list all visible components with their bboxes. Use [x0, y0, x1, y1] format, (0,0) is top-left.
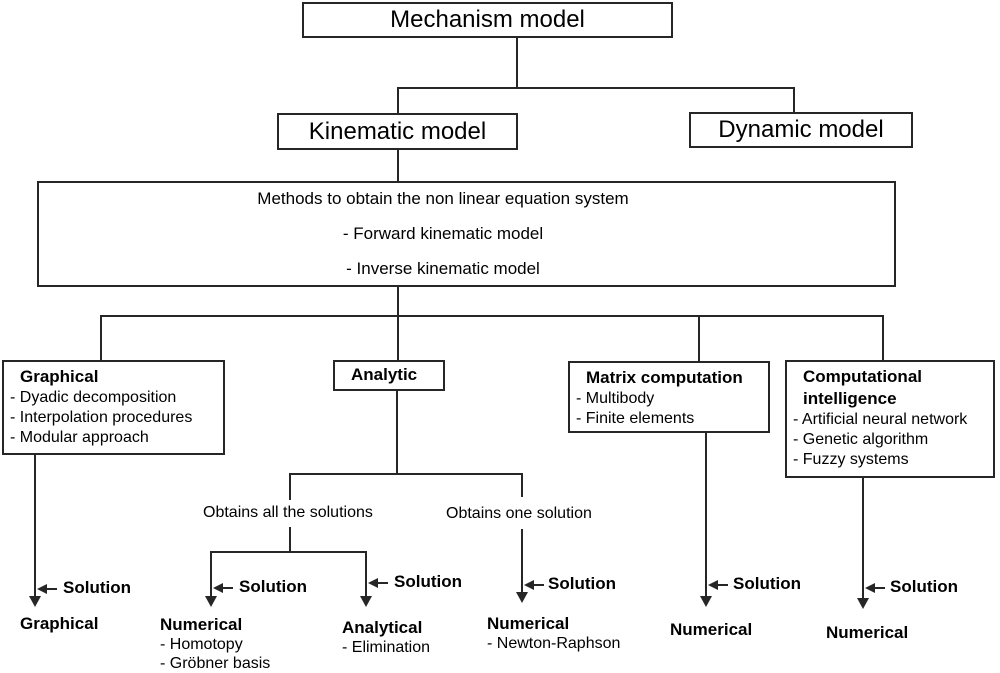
down-arrowhead-analytical-icon	[360, 596, 372, 607]
left-arrow-solution-3-icon	[368, 578, 378, 588]
outcome-numerical-computational-title: Numerical	[826, 623, 909, 642]
connector-all-solutions-down	[289, 527, 291, 553]
outcome-numerical-homotopy-title: Numerical	[160, 615, 243, 634]
left-arrow-tail-4	[533, 584, 544, 586]
connector-kinematic-methods	[397, 150, 399, 181]
computational-item-ann: - Artificial neural network	[793, 411, 968, 428]
connector-root-down	[516, 38, 518, 88]
dynamic-model-box: Dynamic model	[689, 112, 913, 148]
connector-matrix-drop	[698, 315, 700, 361]
arrow-line-numerical-matrix	[705, 433, 707, 598]
connector-computational-drop	[882, 315, 884, 360]
connector-level2-horizontal	[397, 87, 795, 89]
connector-analytic-down	[396, 391, 398, 474]
methods-box	[37, 181, 896, 287]
graphical-approach-box: Graphical - Dyadic decomposition - Inter…	[2, 360, 225, 455]
obtains-one-solution-label: Obtains one solution	[446, 505, 592, 522]
connector-all-solutions-bracket	[210, 551, 367, 553]
kinematic-model-box: Kinematic model	[277, 113, 518, 150]
solution-label-4: Solution	[548, 574, 616, 593]
graphical-item-modular: - Modular approach	[10, 429, 149, 446]
solution-label-3: Solution	[394, 572, 462, 591]
outcome-graphical: Graphical	[20, 614, 98, 634]
connector-one-solution-stub	[521, 473, 523, 497]
connector-methods-down	[397, 287, 399, 316]
outcome-item-newton-raphson: - Newton-Raphson	[487, 635, 621, 652]
computational-item-fuzzy: - Fuzzy systems	[793, 451, 909, 468]
matrix-item-multibody: - Multibody	[576, 390, 655, 407]
solution-label-1: Solution	[63, 578, 131, 597]
down-arrowhead-numerical-matrix-icon	[700, 596, 712, 607]
outcome-numerical-matrix-title: Numerical	[670, 620, 753, 639]
outcome-graphical-title: Graphical	[20, 614, 99, 633]
graphical-item-interpolation: - Interpolation procedures	[10, 409, 193, 426]
methods-item-forward: - Forward kinematic model	[342, 224, 544, 243]
arrow-line-graphical	[34, 455, 36, 598]
connector-graphical-drop	[100, 315, 102, 360]
methods-title: Methods to obtain the non linear equatio…	[257, 189, 629, 208]
solution-label-6: Solution	[890, 577, 958, 596]
connector-all-solutions-stub	[289, 473, 291, 500]
solution-label-2: Solution	[239, 577, 307, 596]
outcome-analytical-title: Analytical	[342, 618, 423, 637]
left-arrow-tail-1	[46, 588, 57, 590]
left-arrow-tail-3	[377, 582, 388, 584]
mechanism-model-label: Mechanism model	[390, 6, 585, 33]
connector-analytic-drop	[397, 315, 399, 360]
graphical-item-dyadic: - Dyadic decomposition	[10, 389, 177, 406]
graphical-approach-title: Graphical	[20, 367, 99, 386]
mechanism-model-box: Mechanism model	[302, 2, 673, 38]
left-arrow-solution-4-icon	[524, 580, 534, 590]
analytic-approach-title: Analytic	[351, 365, 418, 384]
dynamic-model-label: Dynamic model	[718, 116, 884, 143]
left-arrow-tail-5	[717, 584, 728, 586]
computational-intelligence-title: Computational intelligence	[803, 367, 922, 408]
left-arrow-solution-6-icon	[865, 583, 875, 593]
down-arrowhead-graphical-icon	[29, 596, 41, 607]
outcome-analytical: Analytical - Elimination	[342, 618, 430, 657]
arrow-line-numerical-homotopy	[210, 551, 212, 598]
outcome-numerical-homotopy: Numerical - Homotopy - Gröbner basis	[160, 615, 270, 673]
matrix-item-finite: - Finite elements	[576, 410, 695, 427]
kinematic-model-label: Kinematic model	[308, 117, 487, 145]
outcome-numerical-newton-title: Numerical	[487, 614, 570, 633]
obtains-all-solutions-label: Obtains all the solutions	[203, 504, 373, 521]
left-arrow-solution-2-icon	[213, 583, 223, 593]
matrix-computation-title: Matrix computation	[586, 368, 743, 387]
matrix-computation-box: Matrix computation - Multibody - Finite …	[568, 361, 770, 433]
methods-item-inverse: - Inverse kinematic model	[346, 259, 540, 278]
arrow-line-analytical	[365, 551, 367, 598]
left-arrow-solution-1-icon	[37, 584, 47, 594]
solution-label-5: Solution	[733, 574, 801, 593]
outcome-numerical-matrix: Numerical	[670, 620, 752, 640]
outcome-item-elimination: - Elimination	[342, 639, 431, 656]
computational-intelligence-box: Computational intelligence - Artificial …	[785, 360, 995, 478]
connector-approaches-horizontal	[100, 315, 884, 317]
left-arrow-tail-2	[222, 587, 233, 589]
outcome-item-homotopy: - Homotopy	[160, 636, 243, 653]
connector-dynamic-drop	[793, 87, 795, 112]
down-arrowhead-numerical-homotopy-icon	[205, 596, 217, 607]
outcome-item-grobner: - Gröbner basis	[160, 655, 271, 672]
outcome-numerical-computational: Numerical	[826, 623, 908, 643]
down-arrowhead-numerical-computational-icon	[857, 598, 869, 609]
computational-item-genetic: - Genetic algorithm	[793, 431, 929, 448]
arrow-line-numerical-newton	[521, 529, 523, 594]
outcome-numerical-newton: Numerical - Newton-Raphson	[487, 614, 620, 653]
arrow-line-numerical-computational	[862, 478, 864, 600]
analytic-approach-box: Analytic	[333, 360, 445, 391]
connector-solutions-horizontal	[289, 473, 523, 475]
connector-kinematic-drop	[397, 87, 399, 113]
down-arrowhead-numerical-newton-icon	[516, 592, 528, 603]
left-arrow-tail-6	[874, 587, 885, 589]
left-arrow-solution-5-icon	[708, 580, 718, 590]
